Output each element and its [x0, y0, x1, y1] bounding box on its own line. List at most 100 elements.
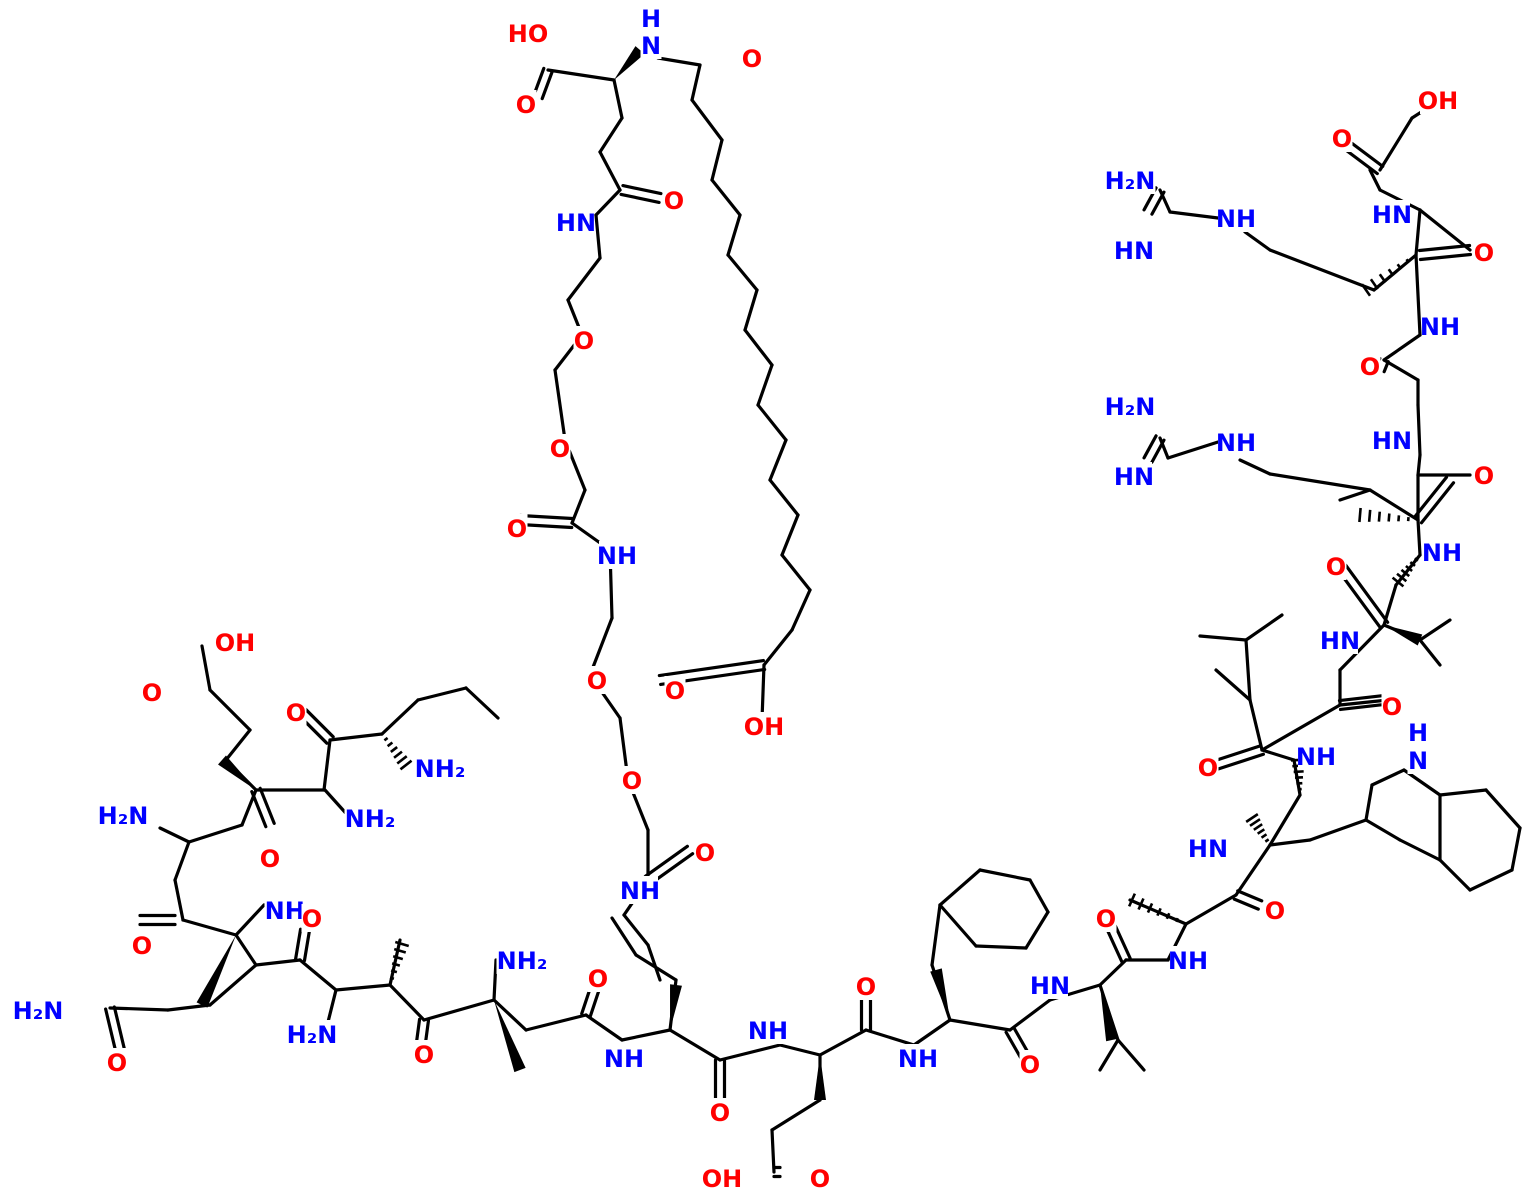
bond — [234, 903, 266, 937]
bond — [1236, 889, 1264, 903]
bond — [224, 728, 252, 762]
bond — [1104, 925, 1124, 964]
bond — [718, 1043, 782, 1062]
atom-label-background — [640, 31, 662, 59]
atom-label-background — [1473, 238, 1495, 266]
bond — [1414, 253, 1422, 337]
wedge-bond — [930, 968, 950, 1020]
atom-label-o: O — [856, 973, 876, 1001]
bond — [1244, 613, 1284, 642]
atom-label-hn: HN — [1372, 427, 1412, 455]
atom-label-background — [414, 754, 466, 782]
atom-label-background — [97, 801, 149, 829]
bond — [1360, 283, 1372, 297]
bond — [1338, 702, 1387, 712]
bond — [610, 916, 638, 957]
bond — [492, 958, 498, 1002]
bond — [546, 68, 616, 82]
atom-label-background — [750, 1016, 786, 1044]
atom-label-oh: OH — [744, 713, 785, 741]
bond — [258, 786, 276, 825]
bond — [1396, 572, 1408, 583]
bond — [301, 705, 335, 739]
atom-label-background — [1218, 204, 1254, 232]
atom-label-o: O — [1474, 462, 1494, 490]
atom-label-o: O — [574, 327, 594, 355]
bond — [1405, 258, 1410, 264]
bond — [1382, 360, 1390, 374]
bond — [726, 213, 742, 257]
bond — [553, 368, 567, 442]
atom-label-o: O — [516, 91, 536, 119]
bond — [656, 56, 702, 67]
atom-label-background — [573, 326, 595, 354]
bond — [524, 1013, 588, 1032]
atom-label-background — [855, 972, 877, 1000]
atom-label-nh: NH — [898, 1045, 938, 1073]
bond — [492, 998, 528, 1032]
atom-label-o: O — [810, 1165, 830, 1193]
bond — [1387, 268, 1395, 277]
atom-label-background — [259, 844, 281, 872]
bond — [768, 478, 800, 517]
bond — [396, 755, 408, 765]
bond — [112, 1005, 126, 1051]
bond — [1342, 560, 1390, 624]
atom-label-background — [1331, 124, 1353, 152]
bond — [974, 944, 1028, 950]
bond — [1232, 897, 1260, 911]
bond — [1418, 638, 1442, 667]
bond — [1166, 440, 1220, 460]
bond — [594, 213, 602, 260]
atom-label-o: O — [414, 1041, 434, 1069]
atom-label-background — [301, 904, 323, 932]
bond — [938, 903, 978, 948]
bond — [1358, 507, 1362, 523]
bond — [1174, 917, 1180, 923]
atom-label-h2n: H₂N — [287, 1021, 338, 1049]
bond — [1468, 868, 1514, 892]
bond — [173, 840, 191, 882]
bond — [390, 746, 398, 753]
atom-label-n_top: N — [641, 32, 661, 60]
atom-label-nh2: NH₂ — [345, 805, 396, 833]
bond — [1413, 557, 1419, 562]
bond — [1024, 910, 1050, 950]
atom-label-background — [549, 434, 571, 462]
bond — [756, 363, 774, 407]
bond — [778, 1043, 822, 1057]
bond — [328, 732, 384, 742]
bond — [181, 918, 238, 937]
atom-label-background — [1032, 971, 1068, 999]
atom-label-o: O — [710, 1099, 730, 1127]
bond — [173, 878, 185, 922]
atom-label-nh: NH — [1216, 429, 1256, 457]
atom-label-h2n: H₂N — [98, 802, 149, 830]
bond — [710, 138, 724, 182]
bond — [1402, 768, 1442, 797]
bond — [1418, 252, 1473, 262]
bond — [1438, 788, 1488, 797]
bond — [780, 553, 812, 592]
stereo-bonds — [196, 46, 1423, 1100]
atom-label-background — [1190, 834, 1226, 862]
bond — [1268, 472, 1372, 492]
atom-label-background — [900, 1044, 936, 1072]
bond — [104, 1007, 118, 1053]
atom-label-ho: HO — [508, 20, 549, 48]
bond — [1253, 823, 1263, 831]
bond — [540, 69, 554, 101]
atom-label-background — [694, 838, 716, 866]
bond — [1260, 833, 1268, 839]
bond — [391, 962, 401, 967]
atom-label-background — [621, 766, 643, 794]
bond — [1372, 253, 1418, 292]
atom-label-o: O — [588, 965, 608, 993]
atom-label-background — [1322, 626, 1358, 654]
atom-label-h_top: H — [1408, 719, 1428, 747]
bond — [1378, 116, 1414, 172]
atom-label-background — [1325, 552, 1347, 580]
atom-label-hn_imine: HN — [1114, 463, 1154, 491]
bond — [1098, 958, 1128, 987]
